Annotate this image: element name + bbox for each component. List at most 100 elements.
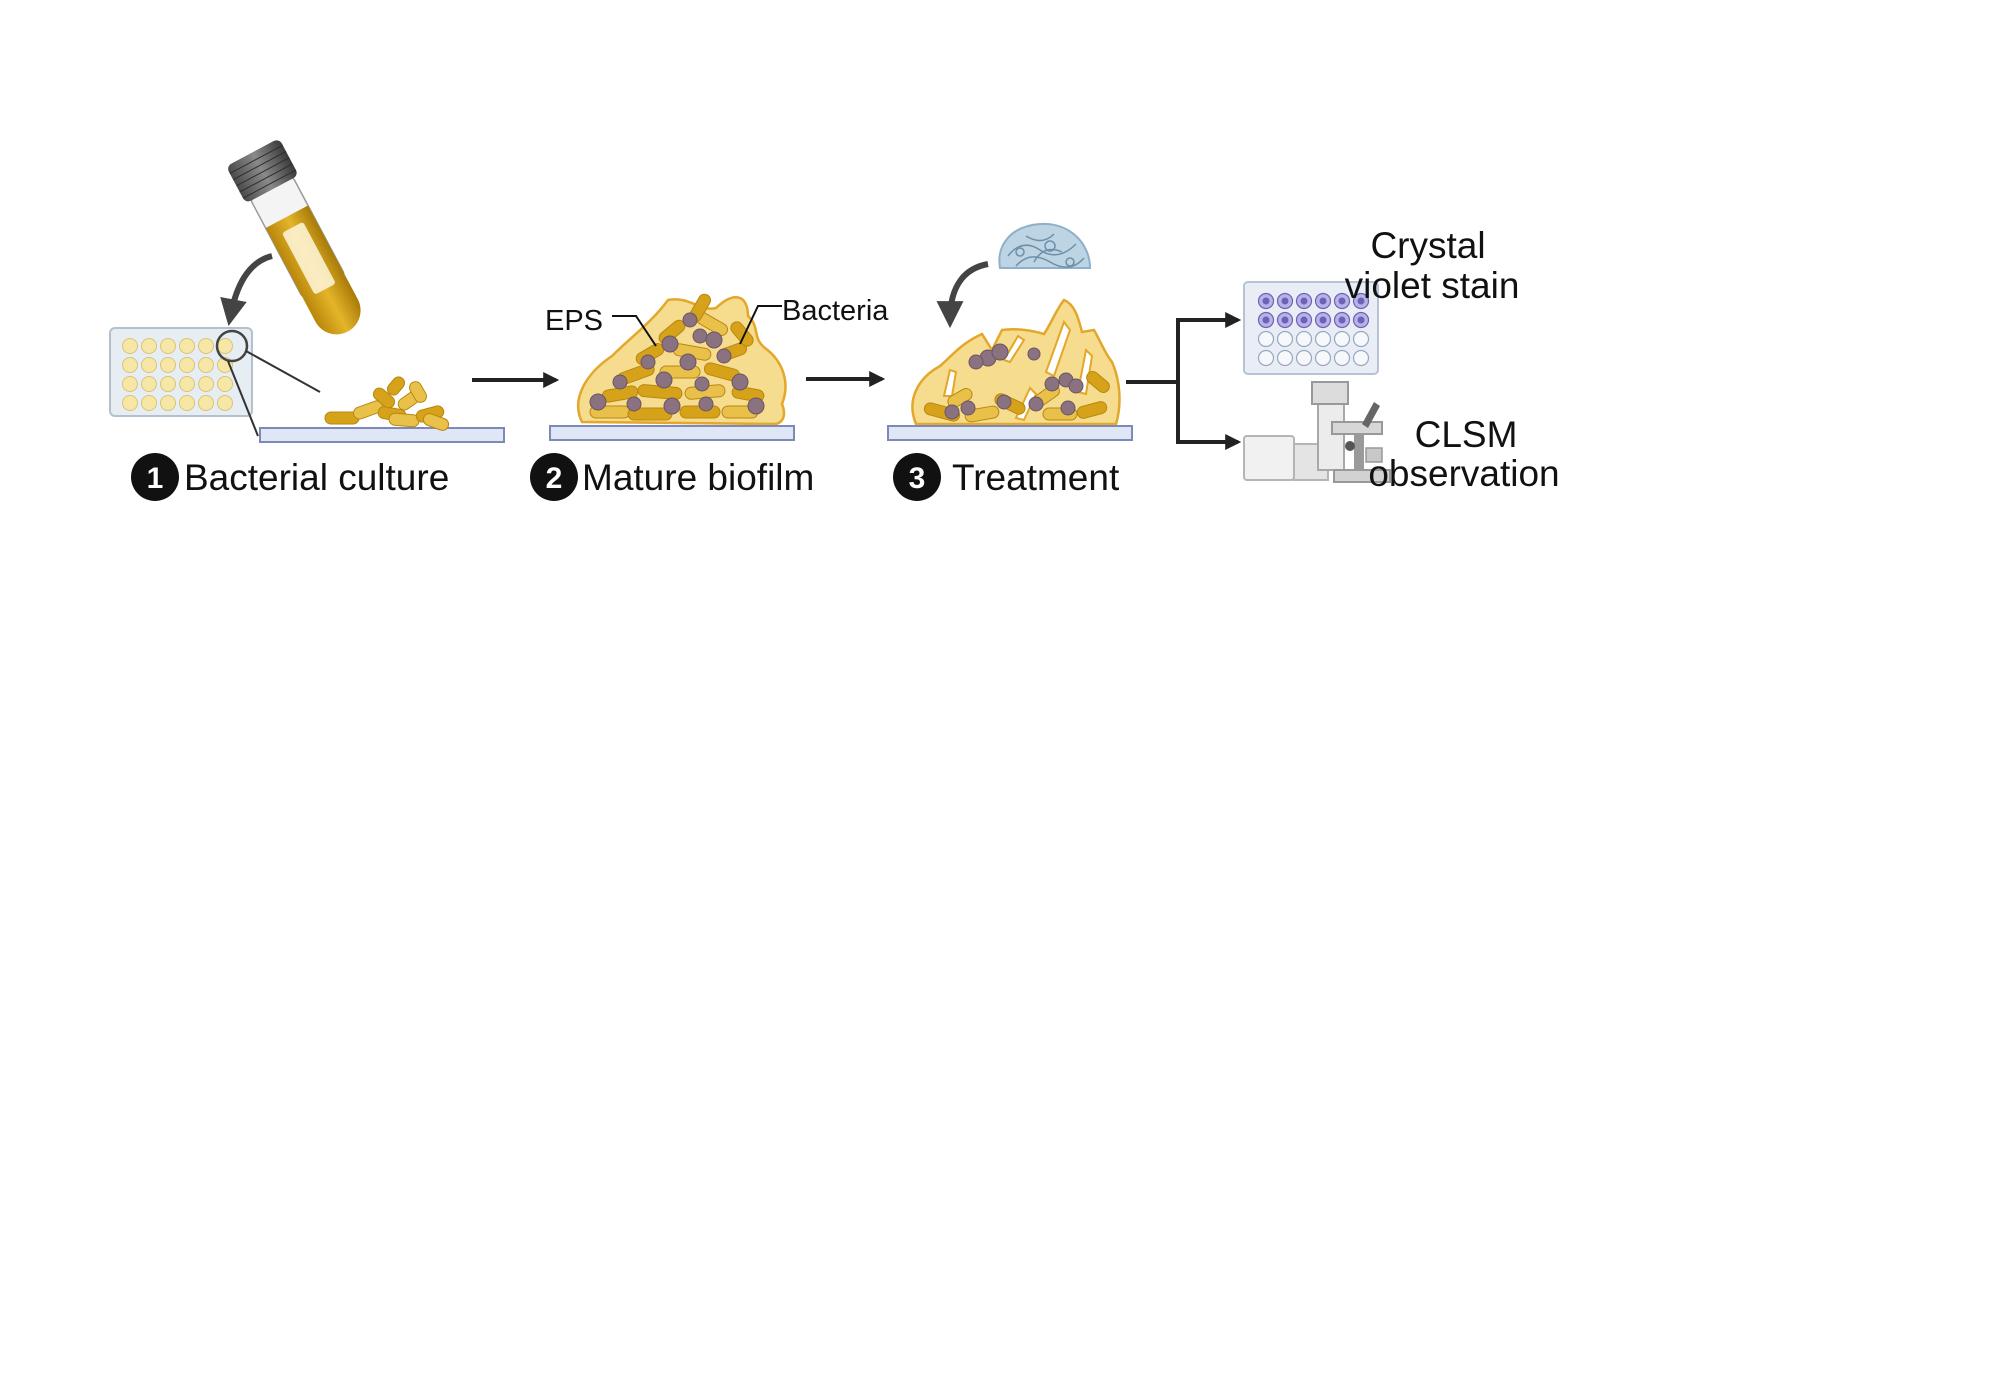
step2-illustration — [549, 293, 795, 441]
plate-well — [179, 395, 195, 411]
stained-well — [1352, 330, 1370, 348]
eps-particle — [1060, 400, 1076, 416]
bacterium-rod — [1076, 401, 1108, 419]
stained-well — [1276, 330, 1294, 348]
stain-dot — [1319, 316, 1327, 324]
stained-well — [1314, 349, 1332, 367]
plate-well — [179, 357, 195, 373]
stained-well — [1352, 349, 1370, 367]
stained-well — [1314, 330, 1332, 348]
stained-well — [1295, 330, 1313, 348]
stain-dot — [1281, 316, 1289, 324]
plate-well — [179, 376, 195, 392]
eps-particle — [731, 373, 749, 391]
stained-well — [1333, 349, 1351, 367]
plate-well — [141, 338, 157, 354]
step1-label: 1 Bacterial culture — [131, 453, 449, 501]
plate-well — [160, 395, 176, 411]
eps-particle — [682, 312, 698, 328]
eps-particle — [705, 331, 723, 349]
magnifier-icon — [215, 329, 321, 437]
plate-well — [122, 357, 138, 373]
eps-particle — [626, 396, 642, 412]
eps-particle — [698, 396, 714, 412]
plate-well — [160, 357, 176, 373]
eps-particle — [716, 348, 732, 364]
eps-particle — [960, 400, 976, 416]
clsm-line1: CLSM — [1415, 414, 1518, 455]
step3-text: Treatment — [952, 457, 1120, 498]
pour-arrow — [220, 253, 273, 326]
plate-well — [160, 376, 176, 392]
step1-number: 1 — [147, 462, 164, 495]
step1-illustration — [109, 140, 505, 443]
stained-well — [1295, 349, 1313, 367]
stain-dot — [1300, 297, 1308, 305]
plate-well — [179, 338, 195, 354]
crystal-violet-line2: violet stain — [1345, 265, 1520, 306]
eps-particle — [640, 354, 656, 370]
step3-number: 3 — [909, 462, 926, 495]
crystal-violet-plate-icon — [1243, 281, 1379, 375]
stain-dot — [1262, 297, 1270, 305]
stained-well — [1276, 349, 1294, 367]
substrate-surface — [259, 427, 505, 443]
step1-text: Bacterial culture — [184, 457, 449, 498]
plate-well — [198, 395, 214, 411]
plate-well — [217, 376, 233, 392]
stain-dot — [1338, 297, 1346, 305]
eps-leader-line — [612, 315, 657, 347]
biofilm-bacteria — [589, 293, 765, 421]
bacteria-leader-line — [739, 305, 782, 345]
substrate-surface — [549, 425, 795, 441]
eps-particle — [944, 404, 960, 420]
step2-badge — [530, 453, 578, 501]
eps-particle — [655, 371, 673, 389]
eps-particle — [679, 353, 697, 371]
bacterium-rod — [386, 376, 406, 396]
step2-text: Mature biofilm — [582, 457, 814, 498]
stain-dot — [1357, 316, 1365, 324]
branch-arrows — [1126, 312, 1242, 450]
stained-well — [1257, 349, 1275, 367]
eps-particle — [612, 374, 628, 390]
plate-well — [122, 376, 138, 392]
step1-badge — [131, 453, 179, 501]
plate-well — [198, 357, 214, 373]
eps-particle — [663, 397, 681, 415]
eps-particle — [1068, 378, 1084, 394]
eps-particle — [661, 335, 679, 353]
bacterium-rod — [1086, 371, 1110, 393]
eps-particle — [1028, 396, 1044, 412]
eps-annotation: EPS — [545, 305, 603, 337]
plate-well — [160, 338, 176, 354]
plate-well — [122, 338, 138, 354]
bacterium-rod — [409, 381, 427, 403]
bacteria-annotation: Bacteria — [782, 295, 889, 327]
plate-well — [141, 376, 157, 392]
plate-well — [198, 376, 214, 392]
plate-well — [122, 395, 138, 411]
hydrogel-icon — [998, 222, 1092, 269]
bacterium-rod — [422, 413, 450, 431]
eps-particle — [991, 343, 1009, 361]
step2-number: 2 — [546, 462, 563, 495]
eps-particle — [1027, 347, 1041, 361]
application-arrow — [936, 261, 989, 329]
eps-particle — [589, 393, 607, 411]
well-plate-icon — [109, 327, 253, 417]
crystal-violet-line1: Crystal — [1370, 225, 1485, 266]
plate-well — [217, 395, 233, 411]
stain-dot — [1281, 297, 1289, 305]
substrate-surface — [887, 425, 1133, 441]
eps-particle — [747, 397, 765, 415]
remaining-bacteria — [923, 343, 1110, 423]
stain-dot — [1338, 316, 1346, 324]
plate-well — [141, 395, 157, 411]
eps-particle — [694, 376, 710, 392]
step2-label: 2 Mature biofilm — [530, 453, 814, 501]
eps-particle — [1044, 376, 1060, 392]
bacterium-rod — [372, 387, 396, 409]
stained-well — [1333, 330, 1351, 348]
